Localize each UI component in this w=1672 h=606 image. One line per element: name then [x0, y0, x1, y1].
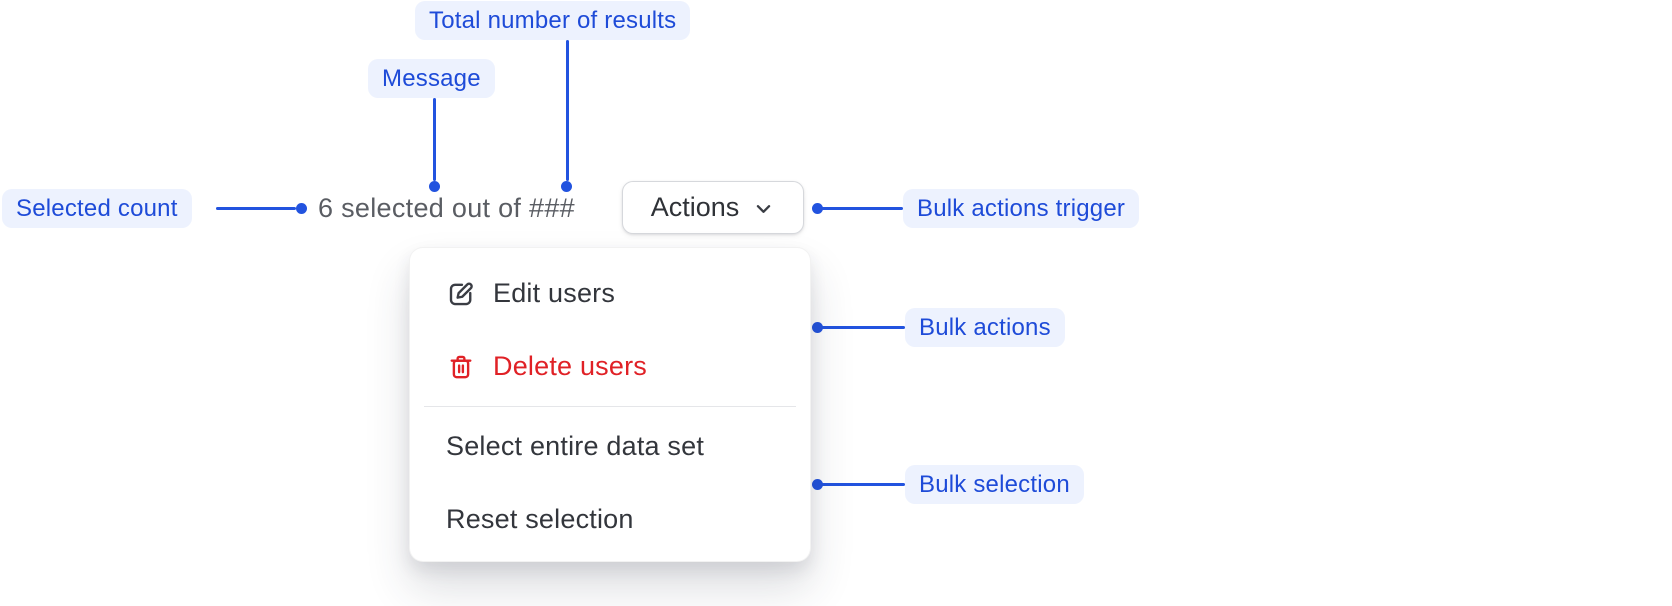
menu-item-label: Select entire data set: [446, 431, 705, 461]
connector-dot-message: [429, 181, 440, 192]
connector-dot-total-results: [561, 181, 572, 192]
connector-line-bulk-actions: [821, 326, 905, 329]
bulk-actions-trigger-button[interactable]: Actions: [622, 181, 804, 234]
annotation-bulk-actions: Bulk actions: [905, 308, 1065, 347]
trash-icon: [446, 352, 476, 382]
actions-button-label: Actions: [650, 192, 740, 222]
menu-item-edit-users[interactable]: Edit users: [410, 257, 810, 330]
menu-item-delete-users[interactable]: Delete users: [410, 330, 810, 403]
menu-item-select-entire-data-set[interactable]: Select entire data set: [410, 410, 810, 483]
menu-divider: [424, 406, 796, 407]
edit-icon: [446, 279, 476, 309]
connector-dot-bulk-selection: [812, 479, 823, 490]
connector-dot-bulk-actions-trigger: [812, 203, 823, 214]
bulk-actions-menu: Edit users Delete users Select entire da…: [409, 247, 811, 562]
annotation-bulk-actions-trigger: Bulk actions trigger: [903, 189, 1140, 228]
connector-line-selected-count: [216, 207, 296, 210]
connector-dot-selected-count: [296, 203, 307, 214]
connector-dot-bulk-actions: [812, 322, 823, 333]
annotation-selected-count: Selected count: [2, 189, 192, 228]
menu-item-reset-selection[interactable]: Reset selection: [410, 483, 810, 556]
connector-line-message: [433, 98, 436, 181]
selection-count-message: 6 selected out of ###: [318, 193, 575, 223]
connector-line-bulk-actions-trigger: [821, 207, 903, 210]
connector-line-bulk-selection: [821, 483, 905, 486]
annotation-bulk-selection: Bulk selection: [905, 465, 1084, 504]
annotation-message: Message: [368, 59, 495, 98]
annotation-total-results: Total number of results: [415, 1, 691, 40]
menu-item-label: Edit users: [493, 278, 616, 308]
menu-item-label: Delete users: [493, 351, 647, 381]
chevron-down-icon: [752, 197, 775, 220]
menu-item-label: Reset selection: [446, 504, 634, 534]
connector-line-total-results: [566, 40, 569, 181]
